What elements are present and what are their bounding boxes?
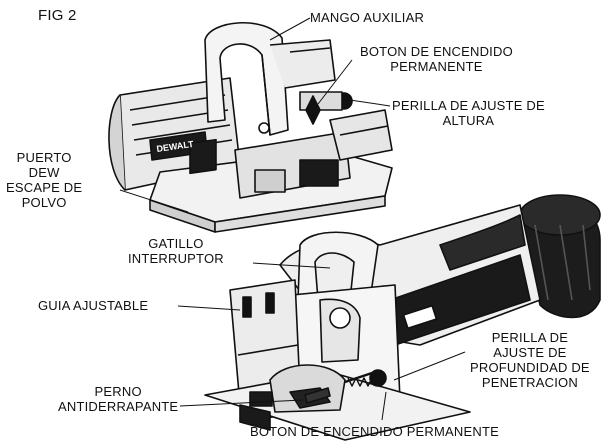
label-line: PENETRACION <box>481 375 578 390</box>
label-boton-permanente-top: BOTON DE ENCENDIDO PERMANENTE <box>360 44 513 74</box>
label-puerto-dew: PUERTO DEW ESCAPE DE POLVO <box>6 150 82 210</box>
label-line: PERNO <box>94 384 142 399</box>
label-perilla-profundidad: PERILLA DE AJUSTE DE PROFUNDIDAD DE PENE… <box>470 330 590 390</box>
label-line: PERILLA DE <box>491 330 569 345</box>
label-perilla-altura: PERILLA DE AJUSTE DE ALTURA <box>392 98 545 128</box>
label-line: INTERRUPTOR <box>128 251 224 266</box>
label-gatillo: GATILLO INTERRUPTOR <box>128 236 224 266</box>
label-line: POLVO <box>21 195 67 210</box>
label-line: DEW <box>28 165 60 180</box>
label-perno: PERNO ANTIDERRAPANTE <box>58 384 178 414</box>
label-line: PUERTO <box>16 150 72 165</box>
label-line: AJUSTE DE <box>493 345 567 360</box>
label-line: ESCAPE DE <box>6 180 83 195</box>
top-tool-illustration <box>108 21 393 233</box>
leader-lines <box>119 17 466 421</box>
label-line: BOTON DE ENCENDIDO <box>360 44 513 59</box>
label-line: PROFUNDIDAD DE <box>470 360 590 375</box>
label-boton-permanente-bottom: BOTON DE ENCENDIDO PERMANENTE <box>250 424 499 439</box>
label-guia-ajustable: GUIA AJUSTABLE <box>38 298 148 313</box>
label-line: BOTON DE ENCENDIDO PERMANENTE <box>250 424 499 439</box>
label-mango-auxiliar: MANGO AUXILIAR <box>310 10 424 25</box>
label-line: ANTIDERRAPANTE <box>58 399 179 414</box>
label-line: GUIA AJUSTABLE <box>38 298 149 313</box>
bottom-tool-illustration <box>204 194 601 441</box>
label-line: GATILLO <box>148 236 204 251</box>
label-line: PERMANENTE <box>390 59 483 74</box>
label-line: PERILLA DE AJUSTE DE <box>392 98 545 113</box>
label-line: ALTURA <box>442 113 495 128</box>
figure-label: FIG 2 <box>38 7 77 24</box>
label-line: MANGO AUXILIAR <box>310 10 425 25</box>
